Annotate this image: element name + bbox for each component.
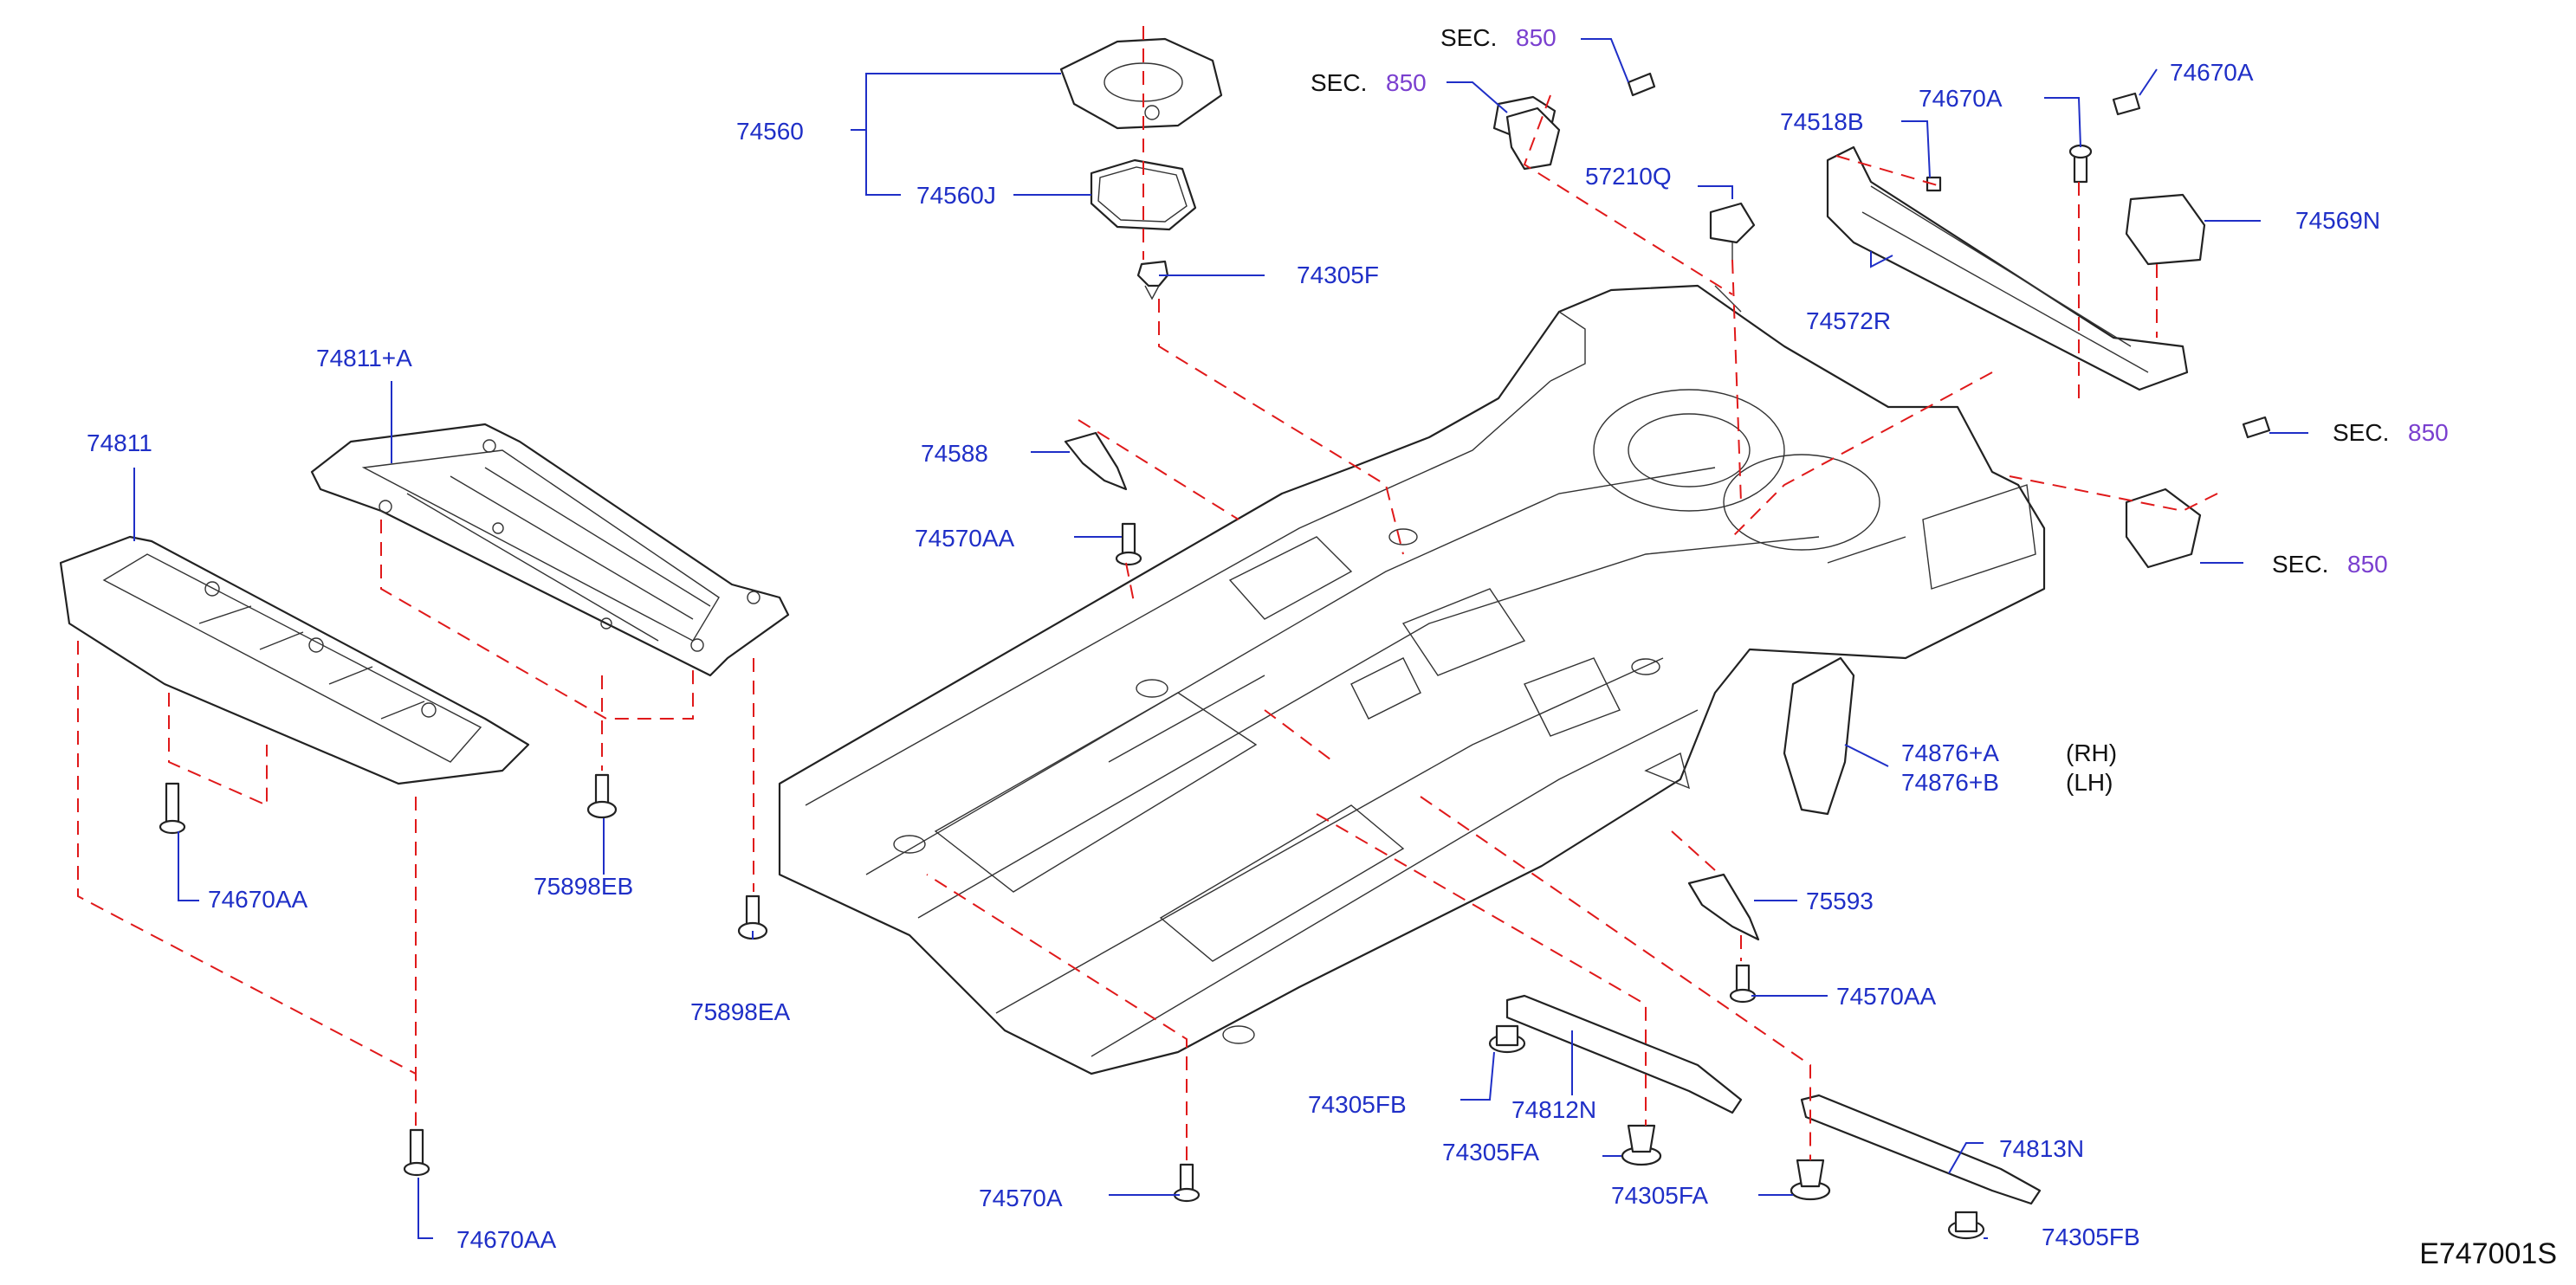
fasteners — [159, 92, 2141, 1240]
label-74518B[interactable]: 74518B — [1780, 108, 1864, 135]
label-74305F[interactable]: 74305F — [1297, 262, 1379, 288]
label-75898EA[interactable]: 75898EA — [690, 998, 791, 1025]
strip-74812N — [1505, 994, 1743, 1114]
sec-label-3: SEC. — [2333, 419, 2390, 446]
label-74811A[interactable]: 74811+A — [316, 345, 412, 371]
sec850-bolt-b — [2242, 416, 2271, 439]
diagram-id: E747001S — [2419, 1237, 2557, 1270]
label-74670AA-left[interactable]: 74670AA — [208, 886, 308, 913]
label-75593[interactable]: 75593 — [1806, 888, 1874, 914]
assembly-lines — [77, 26, 2218, 1160]
label-74560[interactable]: 74560 — [736, 118, 804, 145]
label-57210Q[interactable]: 57210Q — [1585, 163, 1672, 190]
label-74670AA-bottom[interactable]: 74670AA — [456, 1226, 557, 1253]
bracket-75593 — [1687, 873, 1760, 941]
label-74811[interactable]: 74811 — [87, 429, 152, 456]
label-rh: (RH) — [2066, 739, 2118, 766]
cover-74811 — [59, 535, 530, 785]
label-74570A[interactable]: 74570A — [979, 1185, 1063, 1211]
label-74670A-1[interactable]: 74670A — [1919, 85, 2003, 112]
leader-lines — [133, 38, 2308, 1239]
label-74588[interactable]: 74588 — [921, 440, 988, 467]
label-74572R[interactable]: 74572R — [1806, 307, 1892, 334]
label-74570AA-top[interactable]: 74570AA — [915, 525, 1015, 552]
label-74305FB-mid[interactable]: 74305FB — [1308, 1091, 1407, 1118]
label-74670A-2[interactable]: 74670A — [2170, 59, 2254, 86]
label-74876B[interactable]: 74876+B — [1901, 769, 1999, 796]
cover-74811A — [310, 423, 790, 677]
sec-label-1: SEC. — [1440, 24, 1498, 51]
label-74812N[interactable]: 74812N — [1511, 1096, 1597, 1123]
floor-pan — [778, 284, 2046, 1075]
guard-74876 — [1783, 656, 1855, 816]
label-74569N[interactable]: 74569N — [2295, 207, 2381, 234]
sec850-mount-a — [1505, 107, 1561, 171]
sec-ref-2[interactable]: 850 — [1386, 69, 1427, 96]
sec-ref-3[interactable]: 850 — [2408, 419, 2449, 446]
sec-ref-1[interactable]: 850 — [1516, 24, 1557, 51]
label-74305FA-left[interactable]: 74305FA — [1442, 1139, 1540, 1166]
label-74560J[interactable]: 74560J — [916, 182, 996, 209]
label-74305FB-bottom[interactable]: 74305FB — [2042, 1224, 2140, 1250]
cap-74560 — [1059, 37, 1223, 300]
label-74876A[interactable]: 74876+A — [1901, 739, 1999, 766]
strip-74813N — [1800, 1094, 2042, 1205]
bracket-74588 — [1064, 431, 1128, 491]
sec-label-2: SEC. — [1311, 69, 1368, 96]
sec-ref-4[interactable]: 850 — [2347, 551, 2388, 578]
label-74305FA-right[interactable]: 74305FA — [1611, 1182, 1709, 1209]
label-75898EB[interactable]: 75898EB — [534, 873, 634, 900]
sec850-mount-b — [2125, 488, 2202, 569]
label-74570AA-right[interactable]: 74570AA — [1836, 983, 1937, 1010]
sec850-bolt-a — [1627, 72, 1656, 97]
bracket-74572R — [1709, 145, 2206, 391]
label-74813N[interactable]: 74813N — [1999, 1135, 2085, 1162]
label-lh: (LH) — [2066, 769, 2113, 796]
sec-label-4: SEC. — [2272, 551, 2329, 578]
